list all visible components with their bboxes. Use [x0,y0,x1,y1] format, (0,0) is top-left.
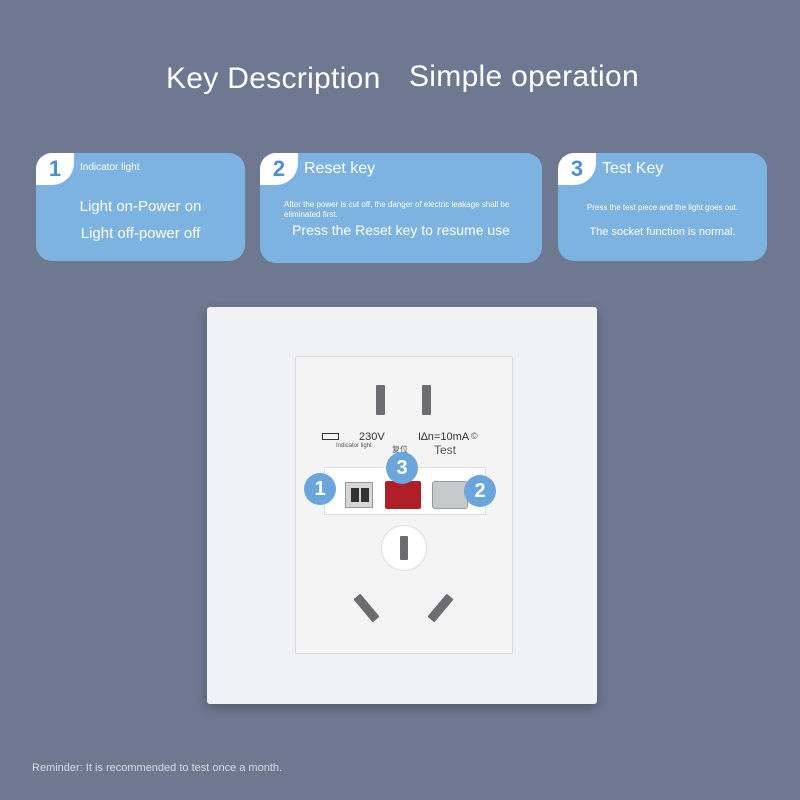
card-heading: Indicator light [80,162,140,173]
callout-1: 1 [304,473,336,505]
socket-slot [427,593,454,623]
voltage-label: 230V [359,431,385,443]
socket-slot [376,385,385,415]
wave-icon [322,433,339,440]
card-heading: Test Key [602,160,664,177]
card-number-badge: 1 [36,153,74,185]
page-title-left: Key Description [166,62,381,95]
card-number-badge: 3 [558,153,596,185]
card-line: Press the test piece and the light goes … [586,203,739,212]
test-button[interactable] [385,481,421,509]
card-heading: Reset key [304,160,376,177]
socket-plate: 230V I∆n=10mA © Indicator light 复位 Test [207,307,597,704]
reminder-text: Reminder: It is recommended to test once… [32,762,283,774]
reset-button[interactable] [432,481,468,509]
socket-slot [353,593,380,623]
card-line: Press the Reset key to resume use [292,222,510,238]
indicator-bar [351,488,359,502]
page-title-right: Simple operation [409,60,639,93]
card-line: The socket function is normal. [589,226,736,238]
reset-label: 复位 [392,445,408,454]
callout-2: 2 [464,475,496,507]
callout-3: 3 [386,452,418,484]
card-reset-key: 2 Reset key After the power is cut off, … [260,153,542,263]
socket-slot [422,385,431,415]
current-label: I∆n=10mA [418,431,470,443]
indicator-light [345,482,373,508]
indicator-bar [361,488,369,502]
card-number-badge: 2 [260,153,298,185]
ce-mark-icon: © [471,431,478,441]
test-label: Test [434,443,457,457]
card-line: Light off-power off [80,225,201,242]
card-line: Light on-Power on [79,198,202,215]
card-line: After the power is cut off, the danger o… [284,200,510,219]
socket-slot [400,536,408,560]
card-indicator-light: 1 Indicator light Light on-Power on Ligh… [36,153,245,261]
indicator-label: Indicator light [336,443,372,449]
round-socket [381,525,427,571]
card-test-key: 3 Test Key Press the test piece and the … [558,153,767,261]
socket-rating-labels: 230V I∆n=10mA © Indicator light 复位 Test [296,431,512,467]
